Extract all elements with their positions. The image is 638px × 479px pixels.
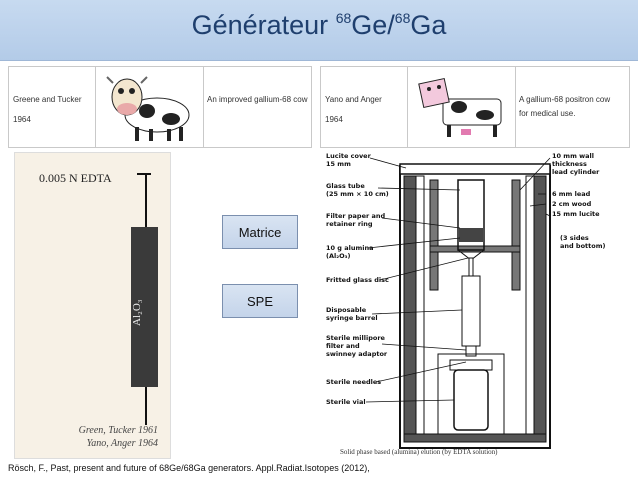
label-alumina: 10 g alumina(Al₂O₃) [326,244,374,260]
matrice-button[interactable]: Matrice [222,215,298,249]
label-15mm-lucite: 15 mm lucite [552,210,600,218]
reference-yano-anger: Yano and Anger 1964 A gallium-68 positro… [320,66,630,148]
shielding-drawing [365,157,551,449]
label-glass-tube: Glass tube(25 mm × 10 cm) [326,182,389,198]
edta-label: 0.005 N EDTA [39,171,112,185]
label-sterile-vial: Sterile vial [326,398,366,406]
cow-cartoon-image [106,76,190,141]
edta-column-figure: 0.005 N EDTA Al₂O₃ Green, Tucker 1961 Ya… [14,152,171,459]
ref-title-line1: A gallium-68 positron cow [519,95,611,104]
ref-title: An improved gallium-68 cow [207,95,308,104]
citation-yano-anger: Yano, Anger 1964 [86,438,158,449]
inlet-line [137,173,151,175]
footer-citation: Rösch, F., Past, present and future of 6… [8,463,370,473]
ref-year: 1964 [13,115,31,124]
ref-title-line2: for medical use. [519,109,576,118]
label-fritted-disc: Fritted glass disc [326,276,389,284]
diagram-caption: Solid phase based (alumina) elution (by … [340,448,498,456]
alumina-label: Al₂O₃ [131,299,143,327]
citation-green-tucker: Green, Tucker 1961 [78,425,158,436]
page-title: Générateur 68Ge/68Ga [191,10,447,40]
label-sterile-needles: Sterile needles [326,378,382,386]
header-bar: Générateur 68Ge/68Ga [0,0,638,61]
label-6mm-lead: 6 mm lead [552,190,591,198]
label-2cm-wood: 2 cm wood [552,200,592,208]
reference-greene-tucker: Greene and Tucker 1964 An improved galli… [8,66,312,148]
cow-cartoon-image [418,77,502,137]
alumina-column [131,227,158,387]
ref-authors: Yano and Anger [325,95,382,104]
spe-button[interactable]: SPE [222,284,298,318]
inlet-tube [145,173,147,227]
outlet-tube [145,387,147,425]
ref-year: 1964 [325,115,343,124]
ref-authors: Greene and Tucker [13,95,82,104]
